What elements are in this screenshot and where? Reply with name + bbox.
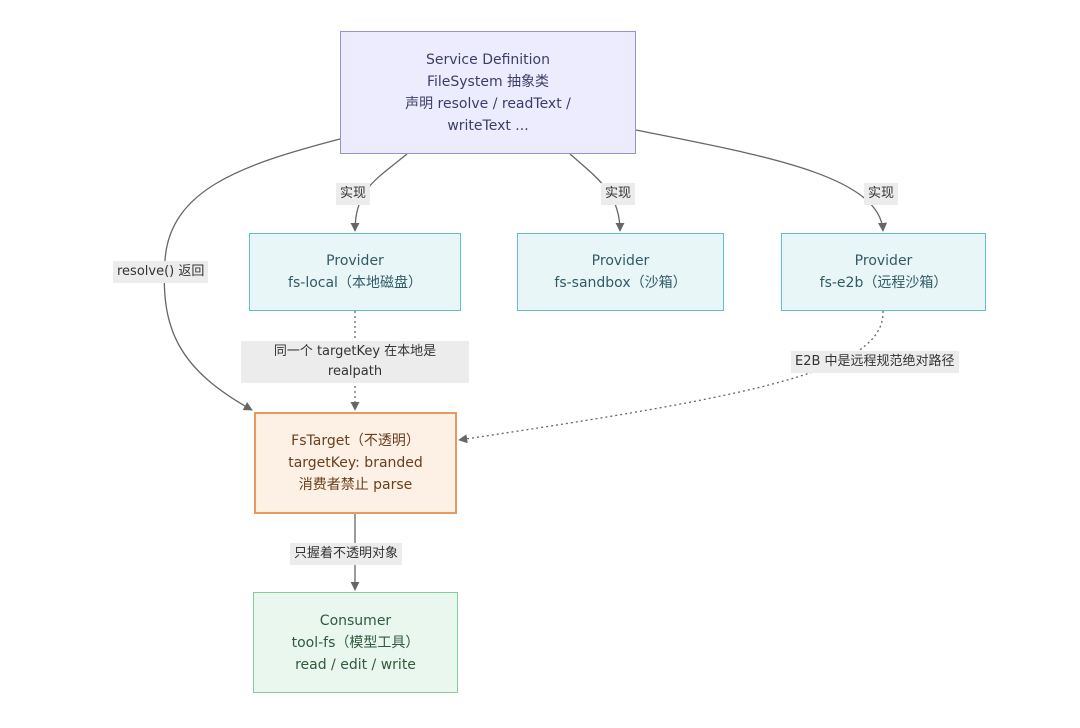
edge-label-e2b-targetkey: E2B 中是远程规范绝对路径 <box>791 351 959 373</box>
edge-label-resolve-returns: resolve() 返回 <box>113 261 209 283</box>
node-line: Provider <box>854 253 913 269</box>
edge-label-text: resolve() 返回 <box>117 264 205 279</box>
node-line: fs-e2b（远程沙箱） <box>819 275 948 291</box>
node-line: 声明 resolve / readText / <box>405 95 571 112</box>
edge-e2b-target <box>458 310 884 444</box>
node-line: writeText ... <box>447 117 529 134</box>
node-line: Service Definition <box>426 51 550 68</box>
node-line: 消费者禁止 parse <box>298 477 413 493</box>
edge-resolve-returns <box>163 138 341 411</box>
edge-label-local-targetkey: 同一个 targetKey 在本地是 realpath <box>241 341 469 383</box>
service-definition-node: Service Definition FileSystem 抽象类 声明 res… <box>340 31 636 154</box>
node-line: fs-local（本地磁盘） <box>288 275 422 291</box>
edge-label-implements-e2b: 实现 <box>864 183 899 205</box>
node-line: fs-sandbox（沙箱） <box>554 275 687 291</box>
edge-label-text: 只握着不透明对象 <box>294 546 399 561</box>
node-line: FileSystem 抽象类 <box>426 73 550 90</box>
node-line: Provider <box>591 253 650 269</box>
edge-label-implements-local: 实现 <box>336 183 371 205</box>
node-line: targetKey: branded <box>288 455 423 471</box>
fs-target-node: FsTarget（不透明） targetKey: branded 消费者禁止 p… <box>254 412 457 514</box>
edge-label-text: 实现 <box>340 186 367 201</box>
edge-label-text: realpath <box>327 364 383 379</box>
node-line: Provider <box>326 253 384 269</box>
edge-label-text: 实现 <box>605 186 632 201</box>
node-line: read / edit / write <box>295 656 416 673</box>
consumer-node: Consumer tool-fs（模型工具） read / edit / wri… <box>253 592 458 693</box>
edge-label-holds-opaque: 只握着不透明对象 <box>290 543 403 565</box>
node-line: tool-fs（模型工具） <box>291 634 420 651</box>
provider-sandbox-node: Provider fs-sandbox（沙箱） <box>517 233 724 311</box>
provider-e2b-node: Provider fs-e2b（远程沙箱） <box>781 233 986 311</box>
provider-local-node: Provider fs-local（本地磁盘） <box>249 233 461 311</box>
edge-label-implements-sandbox: 实现 <box>601 183 636 205</box>
node-line: FsTarget（不透明） <box>291 433 420 449</box>
edge-label-text: 同一个 targetKey 在本地是 <box>273 344 437 359</box>
edge-implements-e2b <box>635 129 888 232</box>
node-line: Consumer <box>319 612 392 629</box>
edge-label-text: 实现 <box>868 186 895 201</box>
edge-label-text: E2B 中是远程规范绝对路径 <box>795 354 955 369</box>
